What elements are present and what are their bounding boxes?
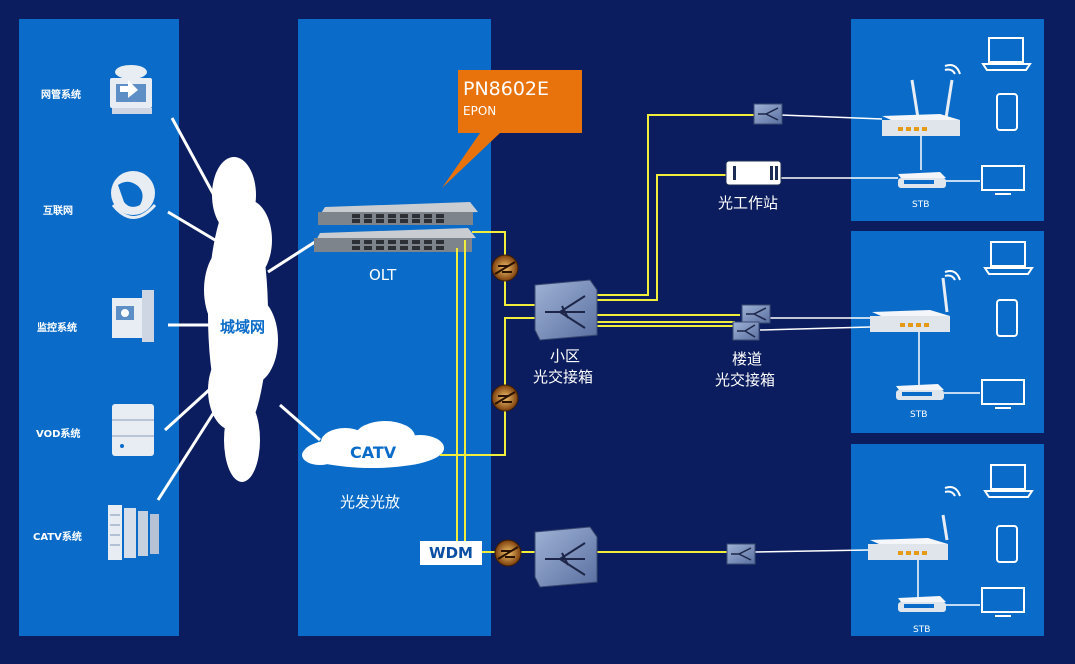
- building-box-label-line2: 光交接箱: [715, 371, 776, 389]
- wdm-label: WDM: [420, 541, 482, 565]
- internet-globe-icon: [111, 171, 157, 219]
- metro-network-label: 城域网: [220, 318, 266, 336]
- product-callout: [442, 70, 582, 188]
- building-box-label-line1: 楼道: [732, 350, 763, 368]
- tv-icons: [981, 165, 1025, 617]
- system-label-catv: CATV系统: [33, 532, 82, 543]
- phone-icons: [996, 93, 1018, 563]
- premises-links: [917, 136, 980, 606]
- catv-cloud: [302, 421, 444, 468]
- system-links: [156, 117, 321, 501]
- drop-links: [754, 114, 898, 553]
- splitter-icons: [491, 254, 522, 567]
- system-label-management: 网管系统: [41, 90, 81, 101]
- system-label-surveillance: 监控系统: [37, 323, 77, 334]
- catv-label: CATV: [350, 443, 397, 462]
- wifi-icons: [944, 64, 961, 497]
- surveillance-icon: [112, 290, 154, 342]
- onu-router-1: [882, 79, 960, 136]
- catv-rack-icon: [108, 505, 159, 560]
- callout-subtitle: EPON: [463, 104, 497, 118]
- metro-cloud: [204, 157, 278, 482]
- stb-label-1: STB: [912, 200, 930, 210]
- onu-router-2: [870, 277, 950, 332]
- catv-optical-amplifier-label: 光发光放: [340, 493, 401, 511]
- onu-router-3: [868, 514, 949, 560]
- callout-title: PN8602E: [463, 78, 550, 100]
- community-box-label-line1: 小区: [550, 347, 581, 365]
- management-server-icon: [110, 65, 152, 114]
- optical-station-icon: [725, 160, 782, 186]
- optical-station-label: 光工作站: [718, 194, 779, 212]
- stb-label-2: STB: [910, 410, 928, 420]
- laptop-icons: [981, 37, 1034, 498]
- olt-device: [314, 202, 478, 252]
- system-label-vod: VOD系统: [36, 429, 81, 440]
- cross-connect-boxes: [534, 103, 783, 588]
- olt-label: OLT: [369, 266, 397, 284]
- stb-icons: [896, 172, 946, 612]
- community-box-label-line2: 光交接箱: [533, 368, 594, 386]
- stb-label-3: STB: [913, 625, 931, 635]
- vod-server-icon: [112, 404, 154, 456]
- system-label-internet: 互联网: [43, 206, 73, 217]
